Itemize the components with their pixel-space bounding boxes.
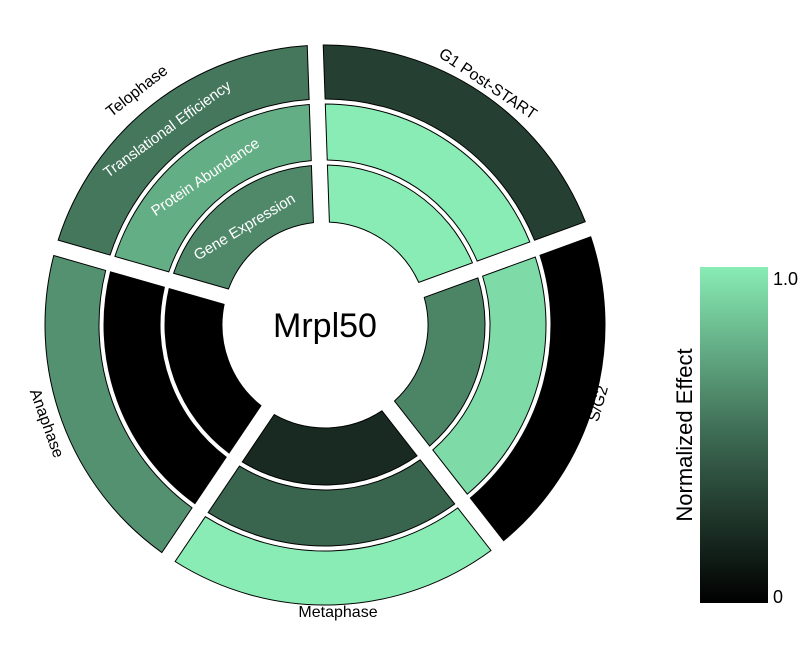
- segment-protein-abundance-s-g2: [432, 256, 547, 495]
- colorbar-min-label: 0: [773, 587, 783, 607]
- colorbar: [700, 267, 768, 603]
- segment-gene-expression-telophase: [172, 165, 314, 290]
- segment-gene-expression-metaphase: [241, 410, 418, 486]
- phase-label: Metaphase: [298, 604, 377, 621]
- segment-protein-abundance-metaphase: [207, 459, 456, 547]
- colorbar-max-label: 1.0: [773, 269, 798, 289]
- segment-gene-expression-s-g2: [393, 277, 486, 447]
- segment-gene-expression-anaphase: [164, 288, 262, 454]
- segment-protein-abundance-anaphase: [103, 271, 227, 505]
- colorbar-title: Normalized Effect: [672, 348, 697, 521]
- segment-translational-efficiency-anaphase: [44, 254, 193, 554]
- segment-translational-efficiency-s-g2: [469, 236, 606, 542]
- segment-translational-efficiency-telophase: [57, 45, 310, 256]
- segment-gene-expression-g1-post-start: [326, 164, 474, 283]
- segment-protein-abundance-telophase: [114, 104, 312, 273]
- segment-translational-efficiency-g1-post-start: [322, 44, 586, 241]
- segment-protein-abundance-g1-post-start: [324, 103, 531, 262]
- segments: [44, 44, 606, 606]
- segment-translational-efficiency-metaphase: [174, 507, 492, 606]
- chart-title: Mrpl50: [273, 307, 377, 345]
